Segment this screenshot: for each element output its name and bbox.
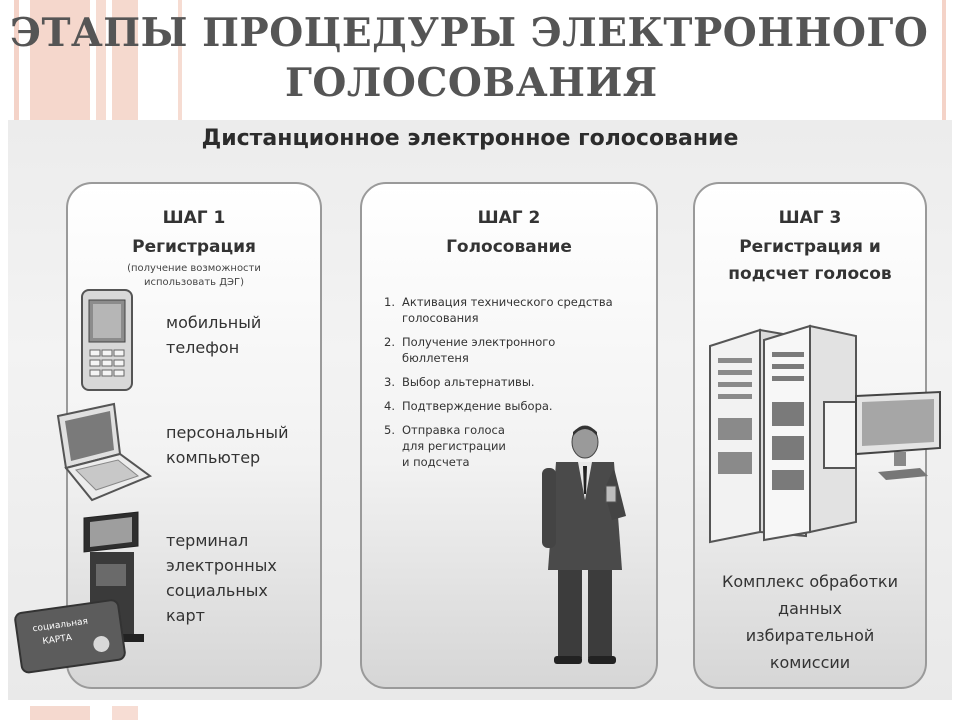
device-label-line: телефон	[166, 338, 240, 357]
device-label-line: терминал	[166, 531, 249, 550]
decor-stripe	[112, 706, 138, 720]
slide-title-line1: ЭТАПЫ ПРОЦЕДУРЫ ЭЛЕКТРОННОГО	[10, 10, 929, 56]
device-label-mobile: мобильный телефон	[166, 310, 261, 360]
step-2-label: ШАГ 2	[477, 208, 541, 228]
device-label-line: электронных	[166, 556, 277, 575]
voting-step-number: 3.	[384, 375, 395, 389]
result-line: данных	[778, 599, 842, 618]
voting-step-line: бюллетеня	[402, 351, 469, 365]
voting-step-number: 1.	[384, 295, 395, 309]
result-text: Комплекс обработки данных избирательной …	[695, 568, 925, 676]
voting-step-number: 2.	[384, 335, 395, 349]
voting-step-text: Активация технического средства голосова…	[402, 294, 613, 326]
voting-step-text: Отправка голоса для регистрации и подсче…	[402, 422, 506, 470]
voting-step-number: 4.	[384, 399, 395, 413]
decor-stripe	[112, 0, 138, 120]
decor-stripe	[14, 0, 19, 120]
device-label-line: социальных	[166, 581, 268, 600]
diagram-heading: Дистанционное электронное голосование	[201, 126, 739, 151]
laptop-icon	[56, 402, 153, 502]
device-label-line: компьютер	[166, 448, 261, 467]
voting-step-item: 1. Активация технического средства голос…	[384, 294, 634, 326]
voting-step-item: 2. Получение электронного бюллетеня	[384, 334, 634, 366]
step-3-title-line2: подсчет голосов	[728, 264, 892, 284]
device-label-terminal: терминал электронных социальных карт	[166, 528, 277, 628]
device-label-line: мобильный	[166, 313, 262, 332]
step-1-note-line2: использовать ДЭГ)	[143, 277, 245, 288]
voting-steps-list: 1. Активация технического средства голос…	[384, 294, 634, 478]
server-racks-icon	[709, 324, 941, 544]
voting-step-line: голосования	[402, 311, 479, 325]
voter-person-icon	[542, 425, 626, 664]
step-3-title-line1: Регистрация и	[739, 237, 881, 257]
voting-step-line: Получение электронного	[402, 335, 556, 349]
step-2-title: Голосование	[446, 237, 572, 257]
decor-stripe	[30, 0, 90, 120]
decor-stripe	[942, 0, 946, 120]
voting-step-line: и подсчета	[402, 455, 470, 469]
device-label-pc: персональный компьютер	[166, 420, 288, 470]
step-1-note-line1: (получение возможности	[127, 263, 261, 274]
social-card-icon: социальная КАРТА	[14, 599, 126, 674]
device-label-line: карт	[166, 606, 205, 625]
step-3-title: Регистрация и подсчет голосов	[695, 234, 925, 288]
voting-step-line: Активация технического средства	[402, 295, 613, 309]
voting-step-line: для регистрации	[402, 439, 506, 453]
step-1-title: Регистрация	[132, 237, 256, 257]
voting-step-item: 5. Отправка голоса для регистрации и под…	[384, 422, 634, 470]
voting-step-text: Выбор альтернативы.	[402, 375, 535, 389]
step-1-note: (получение возможности использовать ДЭГ)	[68, 262, 320, 290]
voting-step-number: 5.	[384, 423, 395, 437]
voting-step-item: 3. Выбор альтернативы.	[384, 374, 634, 390]
result-line: Комплекс обработки	[722, 572, 898, 591]
slide-title-line2: ГОЛОСОВАНИЯ	[285, 60, 658, 106]
decor-stripe	[30, 706, 90, 720]
mobile-phone-icon	[81, 289, 133, 391]
result-line: комиссии	[769, 653, 851, 672]
voting-step-text: Получение электронного бюллетеня	[402, 334, 555, 366]
device-label-line: персональный	[166, 423, 289, 442]
voting-step-line: Отправка голоса	[402, 423, 505, 437]
step-1-label: ШАГ 1	[162, 208, 226, 228]
step-3-label: ШАГ 3	[778, 208, 842, 228]
voting-step-item: 4. Подтверждение выбора.	[384, 398, 634, 414]
result-line: избирательной	[745, 626, 875, 645]
voting-step-text: Подтверждение выбора.	[402, 399, 553, 413]
decor-stripe	[178, 0, 182, 120]
slide-title: ЭТАПЫ ПРОЦЕДУРЫ ЭЛЕКТРОННОГО ГОЛОСОВАНИЯ	[0, 8, 960, 108]
decor-stripe	[96, 0, 106, 120]
social-card-line2: КАРТА	[42, 633, 74, 647]
